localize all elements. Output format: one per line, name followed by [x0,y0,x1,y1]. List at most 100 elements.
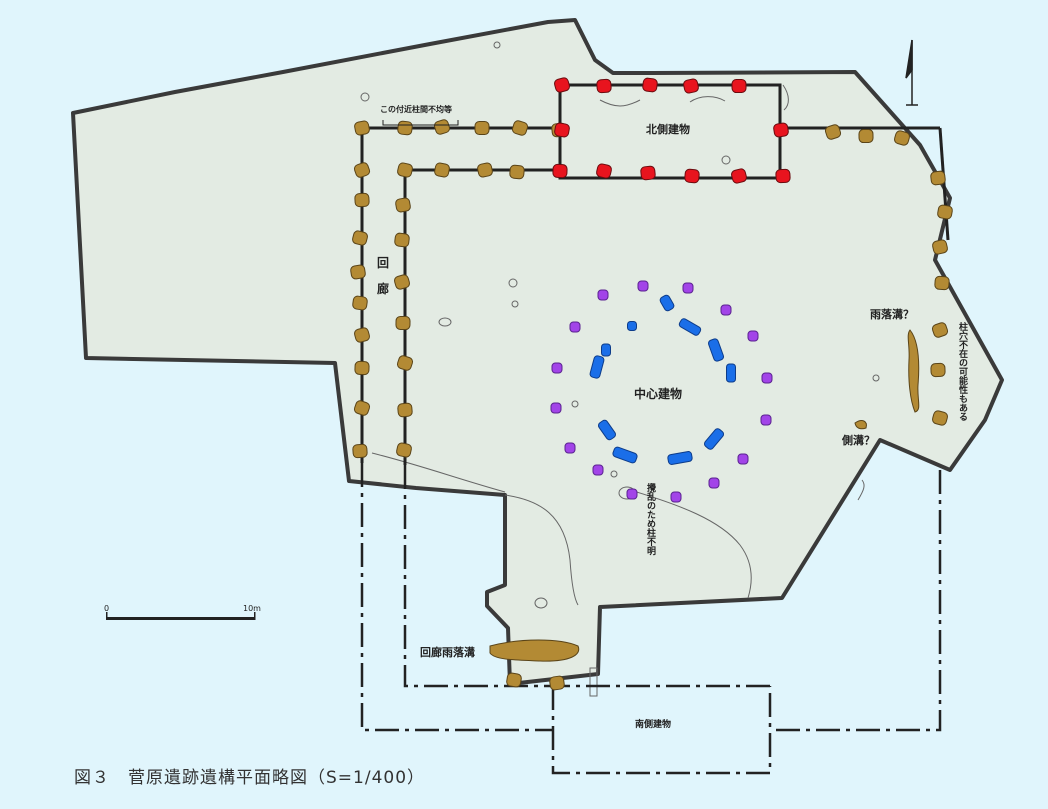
corridor-posthole [395,197,411,213]
north-building-posthole [775,168,791,184]
central-inner-posthole [601,343,611,357]
corridor-posthole [394,274,410,290]
corridor-posthole [937,204,953,220]
corridor-posthole [477,162,493,178]
corridor-posthole [894,130,910,146]
central-outer-posthole [720,304,732,316]
corridor-label-2: 廊 [377,281,389,296]
corridor-posthole [395,315,411,331]
central-outer-posthole [682,282,694,294]
corridor-posthole [354,192,370,208]
contour-lines [360,41,880,697]
corridor-label-1: 回 [377,256,389,270]
corridor-posthole [354,120,370,136]
corridor-posthole [930,170,946,186]
north-arrow-icon [905,39,918,106]
central-outer-posthole [761,372,773,384]
corridor-posthole [858,128,874,144]
north-building-posthole [773,122,789,138]
corridor-posthole [394,232,410,248]
north-building-posthole [731,168,747,184]
corridor-posthole [352,295,368,311]
central-outer-posthole [597,289,609,301]
north-building-posthole [596,163,612,179]
central-inner-posthole [667,451,693,465]
column-spacing-note: この付近柱間不均等 [380,104,452,114]
reconstructed-lines [360,463,942,775]
disturbed-note: 攪乱のため柱不明 [645,482,656,556]
central-inner-posthole [703,428,725,450]
central-outer-posthole [737,453,749,465]
north-building-posthole [731,78,747,94]
corridor-posthole [396,355,414,371]
central-outer-posthole [670,491,682,503]
corridor-posthole [396,442,412,458]
corridor-posthole [354,360,370,376]
central-outer-posthole [626,488,638,500]
corridor-posthole [511,120,529,136]
central-outer-posthole [551,362,563,374]
corridor-posthole [352,443,368,459]
north-building-posthole [640,165,656,181]
central-inner-posthole [612,446,638,464]
corridor-posthole [352,230,368,246]
central-building-label: 中心建物 [634,386,682,401]
corridor-posthole [350,264,366,280]
corridor-posthole [353,400,371,416]
scale-end-label: 10m [243,604,261,613]
corridor-posthole [397,120,413,136]
central-outer-posthole [708,477,720,489]
side-ditch-east [854,420,867,430]
central-inner-posthole [589,355,605,379]
rain-ditch-label: 雨落溝？ [870,307,914,321]
central-inner-posthole [707,338,725,362]
corridor-posthole [353,162,371,178]
central-inner-posthole [726,363,736,383]
central-inner-posthole [627,321,637,331]
central-inner-postholes [589,294,736,465]
scale-bar: 0 10m [104,604,261,620]
north-building-posthole [552,163,568,179]
corridor-posthole [932,239,948,255]
north-building-posthole [554,122,570,138]
corridor-posthole [474,121,490,135]
rain-ditch-east [907,329,920,413]
corridor-postholes [350,119,953,691]
corridor-posthole [354,327,370,343]
central-outer-posthole [564,442,576,454]
north-building-posthole [683,78,699,94]
central-inner-posthole [659,294,675,312]
central-outer-posthole [747,330,759,342]
north-building-posthole [554,77,570,93]
corridor-posthole [434,162,450,178]
site-boundary [71,18,1004,686]
corridor-posthole [509,164,525,180]
corridor-posthole [506,672,522,688]
corridor-posthole [549,675,565,691]
corridor-rain-ditch-label: 回廊雨落溝 [420,645,475,659]
corridor-posthole [397,402,413,418]
corridor-posthole [397,162,413,178]
corridor-posthole [824,124,842,140]
corridor-posthole [932,410,948,426]
central-inner-posthole [678,318,702,336]
corridor-posthole [934,275,950,291]
scale-start-label: 0 [104,604,109,613]
central-outer-posthole [569,321,581,333]
south-building-label: 南側建物 [635,718,671,730]
side-ditch-label: 側溝？ [841,433,875,447]
central-outer-posthole [760,414,772,426]
north-building-posthole [684,168,700,184]
north-building-postholes [552,77,791,184]
corridor-posthole [931,322,949,338]
corridor-posthole [930,362,946,378]
figure-caption: 図３ 菅原遺跡遺構平面略図（S=1/400） [74,768,426,788]
north-building-posthole [642,77,658,93]
corridor-rain-ditch [489,639,580,662]
central-inner-posthole [597,419,617,441]
central-outer-posthole [637,280,649,292]
no-column-note: 柱穴不在の可能性もある [957,321,968,421]
central-outer-postholes [550,280,773,503]
